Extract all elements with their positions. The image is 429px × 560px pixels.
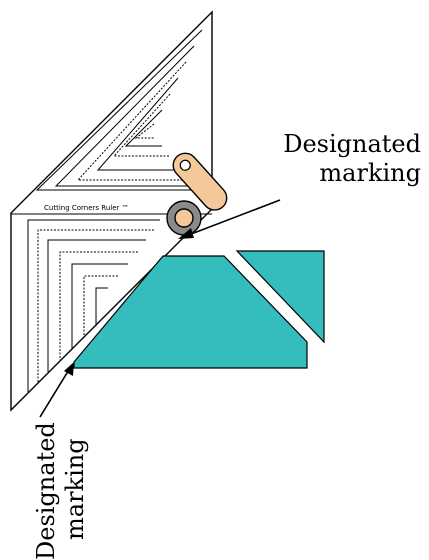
callout-left-line2: marking bbox=[61, 422, 90, 560]
callout-right-line1: Designated bbox=[283, 130, 421, 159]
callout-right-line2: marking bbox=[283, 159, 421, 188]
callout-left-line1: Designated bbox=[32, 422, 61, 560]
designated-marking-label-right: Designated marking bbox=[283, 130, 421, 188]
cutter-blade-hub bbox=[175, 209, 193, 227]
ruler-label: Cutting Corners Ruler ™ bbox=[44, 204, 129, 212]
designated-marking-label-left: Designated marking bbox=[32, 422, 90, 560]
arrow-icon bbox=[40, 362, 74, 417]
